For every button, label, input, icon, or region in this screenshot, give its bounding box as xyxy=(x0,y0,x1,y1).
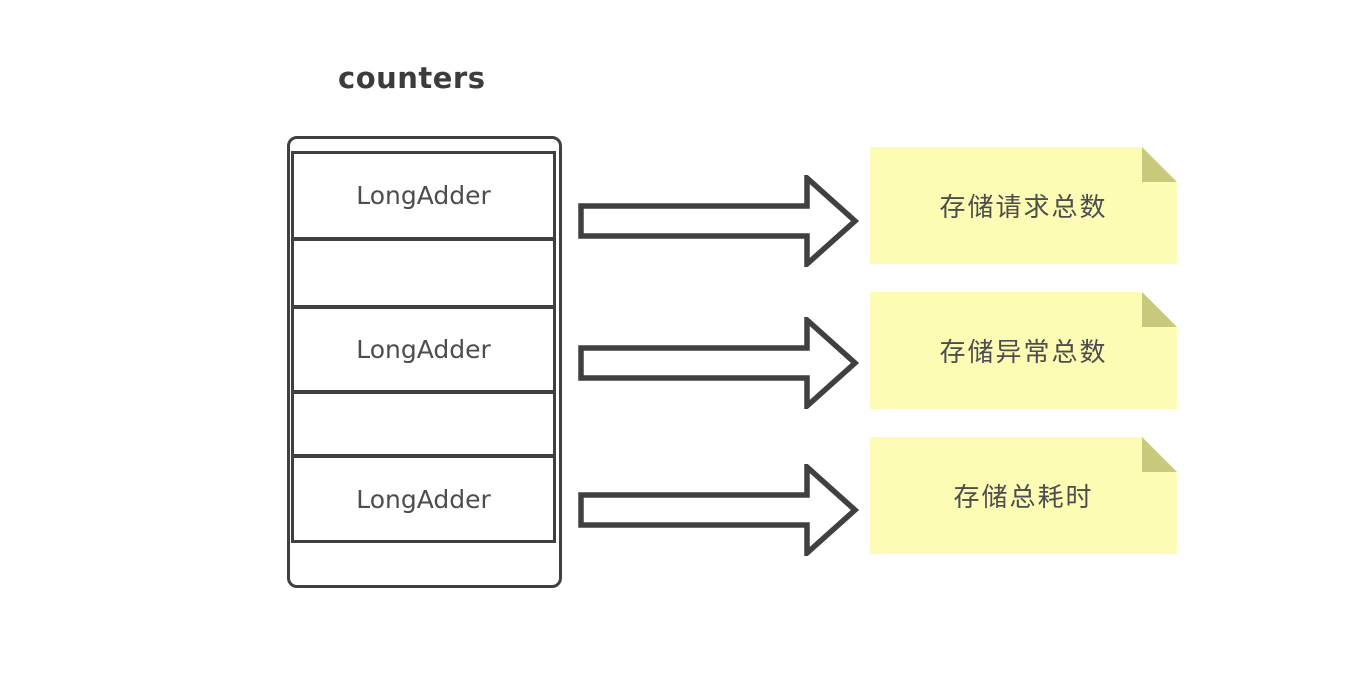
diagram-title: counters xyxy=(338,61,486,95)
right-arrow-icon xyxy=(578,175,859,267)
cell-label: LongAdder xyxy=(356,484,491,514)
note-text: 存储请求总数 xyxy=(939,193,1108,223)
cell-label: LongAdder xyxy=(356,335,491,364)
sticky-note-storage-exceptions: 存储异常总数 xyxy=(870,292,1177,409)
note-background xyxy=(870,292,1177,409)
sticky-note-storage-total-time: 存储总耗时 xyxy=(870,437,1177,554)
right-arrow-icon xyxy=(578,317,859,409)
counter-cell-longadder-1: LongAdder xyxy=(291,151,556,240)
note-folded-corner-icon xyxy=(1142,437,1177,472)
note-folded-corner-icon xyxy=(1142,147,1177,182)
note-text: 存储异常总数 xyxy=(939,338,1108,368)
counter-cell-empty-2 xyxy=(291,391,556,457)
note-background xyxy=(870,147,1177,264)
counter-cell-longadder-2: LongAdder xyxy=(291,306,556,393)
counter-cell-empty-1 xyxy=(291,238,556,308)
cell-label: LongAdder xyxy=(356,181,491,210)
note-text: 存储总耗时 xyxy=(953,483,1094,513)
counters-container: LongAdder LongAdder LongAdder xyxy=(287,136,562,588)
sticky-note-storage-requests: 存储请求总数 xyxy=(870,147,1177,264)
note-folded-corner-icon xyxy=(1142,292,1177,327)
right-arrow-icon xyxy=(578,464,859,556)
counter-cell-longadder-3: LongAdder xyxy=(291,455,556,543)
note-background xyxy=(870,437,1177,554)
